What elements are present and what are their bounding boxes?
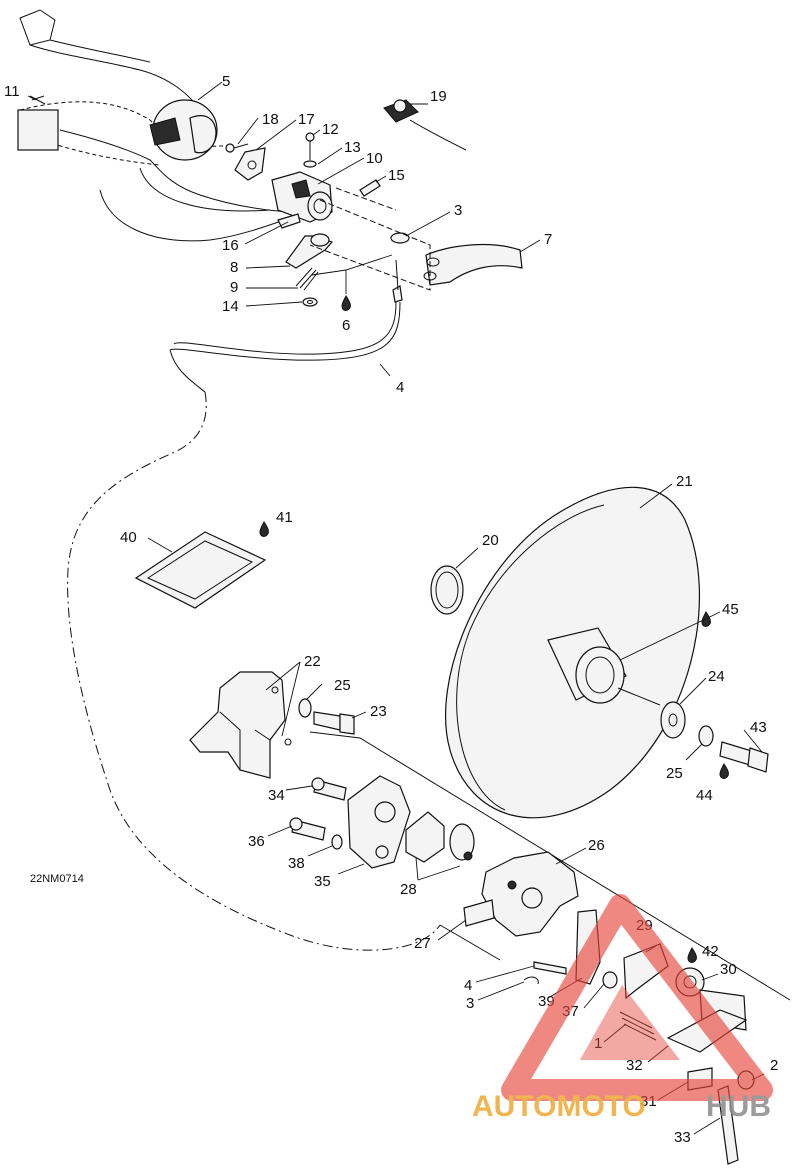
callout-12: 12 <box>322 121 339 138</box>
callout-24: 24 <box>708 668 725 685</box>
callout-7: 7 <box>544 231 552 248</box>
part-9-spring <box>295 267 319 291</box>
oil-drop-icon <box>701 611 711 627</box>
part-11-clip <box>29 95 46 105</box>
part-40-pad <box>134 531 267 609</box>
callout-21: 21 <box>676 473 693 490</box>
cable-route <box>67 391 441 951</box>
part-21-brake-disc <box>445 486 701 819</box>
assembly-guides-top <box>309 187 431 291</box>
callout-11: 11 <box>4 83 20 100</box>
callout-25-left: 25 <box>334 677 351 694</box>
callout-18: 18 <box>262 111 279 128</box>
callout-23: 23 <box>370 703 387 720</box>
wiring-harness <box>17 9 291 242</box>
part-24-washer <box>660 701 686 739</box>
callout-26: 26 <box>588 837 605 854</box>
oil-drop-icon <box>687 947 697 963</box>
callout-2: 2 <box>770 1057 778 1074</box>
watermark-text-hub: HUB <box>706 1090 771 1123</box>
assembly-guides-bottom <box>309 731 791 1001</box>
part-4-pin <box>533 961 567 975</box>
part-25-washer-right <box>698 725 714 747</box>
callout-34: 34 <box>268 787 285 804</box>
leader-lines <box>27 81 765 1135</box>
callout-28: 28 <box>400 881 417 898</box>
part-17-plate <box>234 147 266 181</box>
part-25-washer-left <box>298 698 312 718</box>
callout-15: 15 <box>388 167 405 184</box>
part-43-bolt <box>719 741 769 773</box>
part-14-washer <box>302 297 318 307</box>
part-19-switch <box>383 99 467 151</box>
part-10-housing <box>271 171 333 223</box>
oil-drop-icon <box>719 763 729 779</box>
callout-3-top: 3 <box>454 202 462 219</box>
callout-30: 30 <box>720 961 737 978</box>
part-13-washer <box>303 160 317 168</box>
callout-40: 40 <box>120 529 137 546</box>
part-1-spring <box>619 1011 657 1041</box>
part-20-oring <box>430 565 464 615</box>
part-5-grip <box>149 99 218 161</box>
callout-35: 35 <box>314 873 331 890</box>
callout-10: 10 <box>366 150 383 167</box>
callout-25-right: 25 <box>666 765 683 782</box>
callout-33: 33 <box>674 1129 691 1146</box>
callout-9: 9 <box>230 279 238 296</box>
callout-27: 27 <box>414 935 431 952</box>
callout-41: 41 <box>276 509 293 526</box>
connector-block <box>17 109 59 151</box>
part-37-nut <box>602 971 618 989</box>
callout-3-bottom: 3 <box>466 995 474 1012</box>
part-23-bolt <box>313 711 355 735</box>
callout-43: 43 <box>750 719 767 736</box>
watermark-text-automoto: AUTOMOTO <box>472 1090 646 1123</box>
callout-20: 20 <box>482 532 499 549</box>
callout-6: 6 <box>342 317 350 334</box>
callout-8: 8 <box>230 259 238 276</box>
part-18-screw <box>225 143 249 153</box>
callout-1: 1 <box>594 1035 602 1052</box>
callout-14: 14 <box>222 298 239 315</box>
part-22-bracket <box>189 671 292 779</box>
callout-16: 16 <box>222 237 239 254</box>
oil-drop-icon <box>341 295 351 311</box>
part-15-setscrew <box>359 179 381 197</box>
callout-4-top: 4 <box>396 379 404 396</box>
part-28-piston <box>405 811 475 863</box>
callout-19: 19 <box>430 88 447 105</box>
callout-labels: 11 5 18 17 12 13 10 15 19 3 7 16 8 9 14 … <box>4 73 778 1146</box>
callout-44: 44 <box>696 787 713 804</box>
callout-22: 22 <box>304 653 321 670</box>
callout-4-bottom: 4 <box>464 977 472 994</box>
part-26-caliper-body <box>481 851 579 937</box>
callout-45: 45 <box>722 601 739 618</box>
part-3-clip-top <box>390 232 410 244</box>
callout-32: 32 <box>626 1057 643 1074</box>
part-34-bolt <box>311 777 347 801</box>
callout-17: 17 <box>298 111 315 128</box>
callout-13: 13 <box>344 139 361 156</box>
watermark-logo: AUTOMOTO HUB <box>472 894 773 1123</box>
part-8-lever <box>285 233 334 269</box>
diagram-code: 22NM0714 <box>30 873 84 885</box>
part-36-bolt <box>289 817 326 841</box>
part-27-pad-holder <box>463 899 495 927</box>
oil-drop-icon <box>259 521 269 537</box>
part-35-caliper-half <box>347 775 411 869</box>
part-4-cable <box>169 259 403 393</box>
part-7-lever <box>423 243 523 286</box>
part-12-screw <box>305 132 315 160</box>
part-3-clip-bottom <box>523 976 539 985</box>
callout-42: 42 <box>702 943 719 960</box>
callout-36: 36 <box>248 833 265 850</box>
part-38-washer <box>331 834 343 850</box>
callout-5: 5 <box>222 73 230 90</box>
callout-38: 38 <box>288 855 305 872</box>
